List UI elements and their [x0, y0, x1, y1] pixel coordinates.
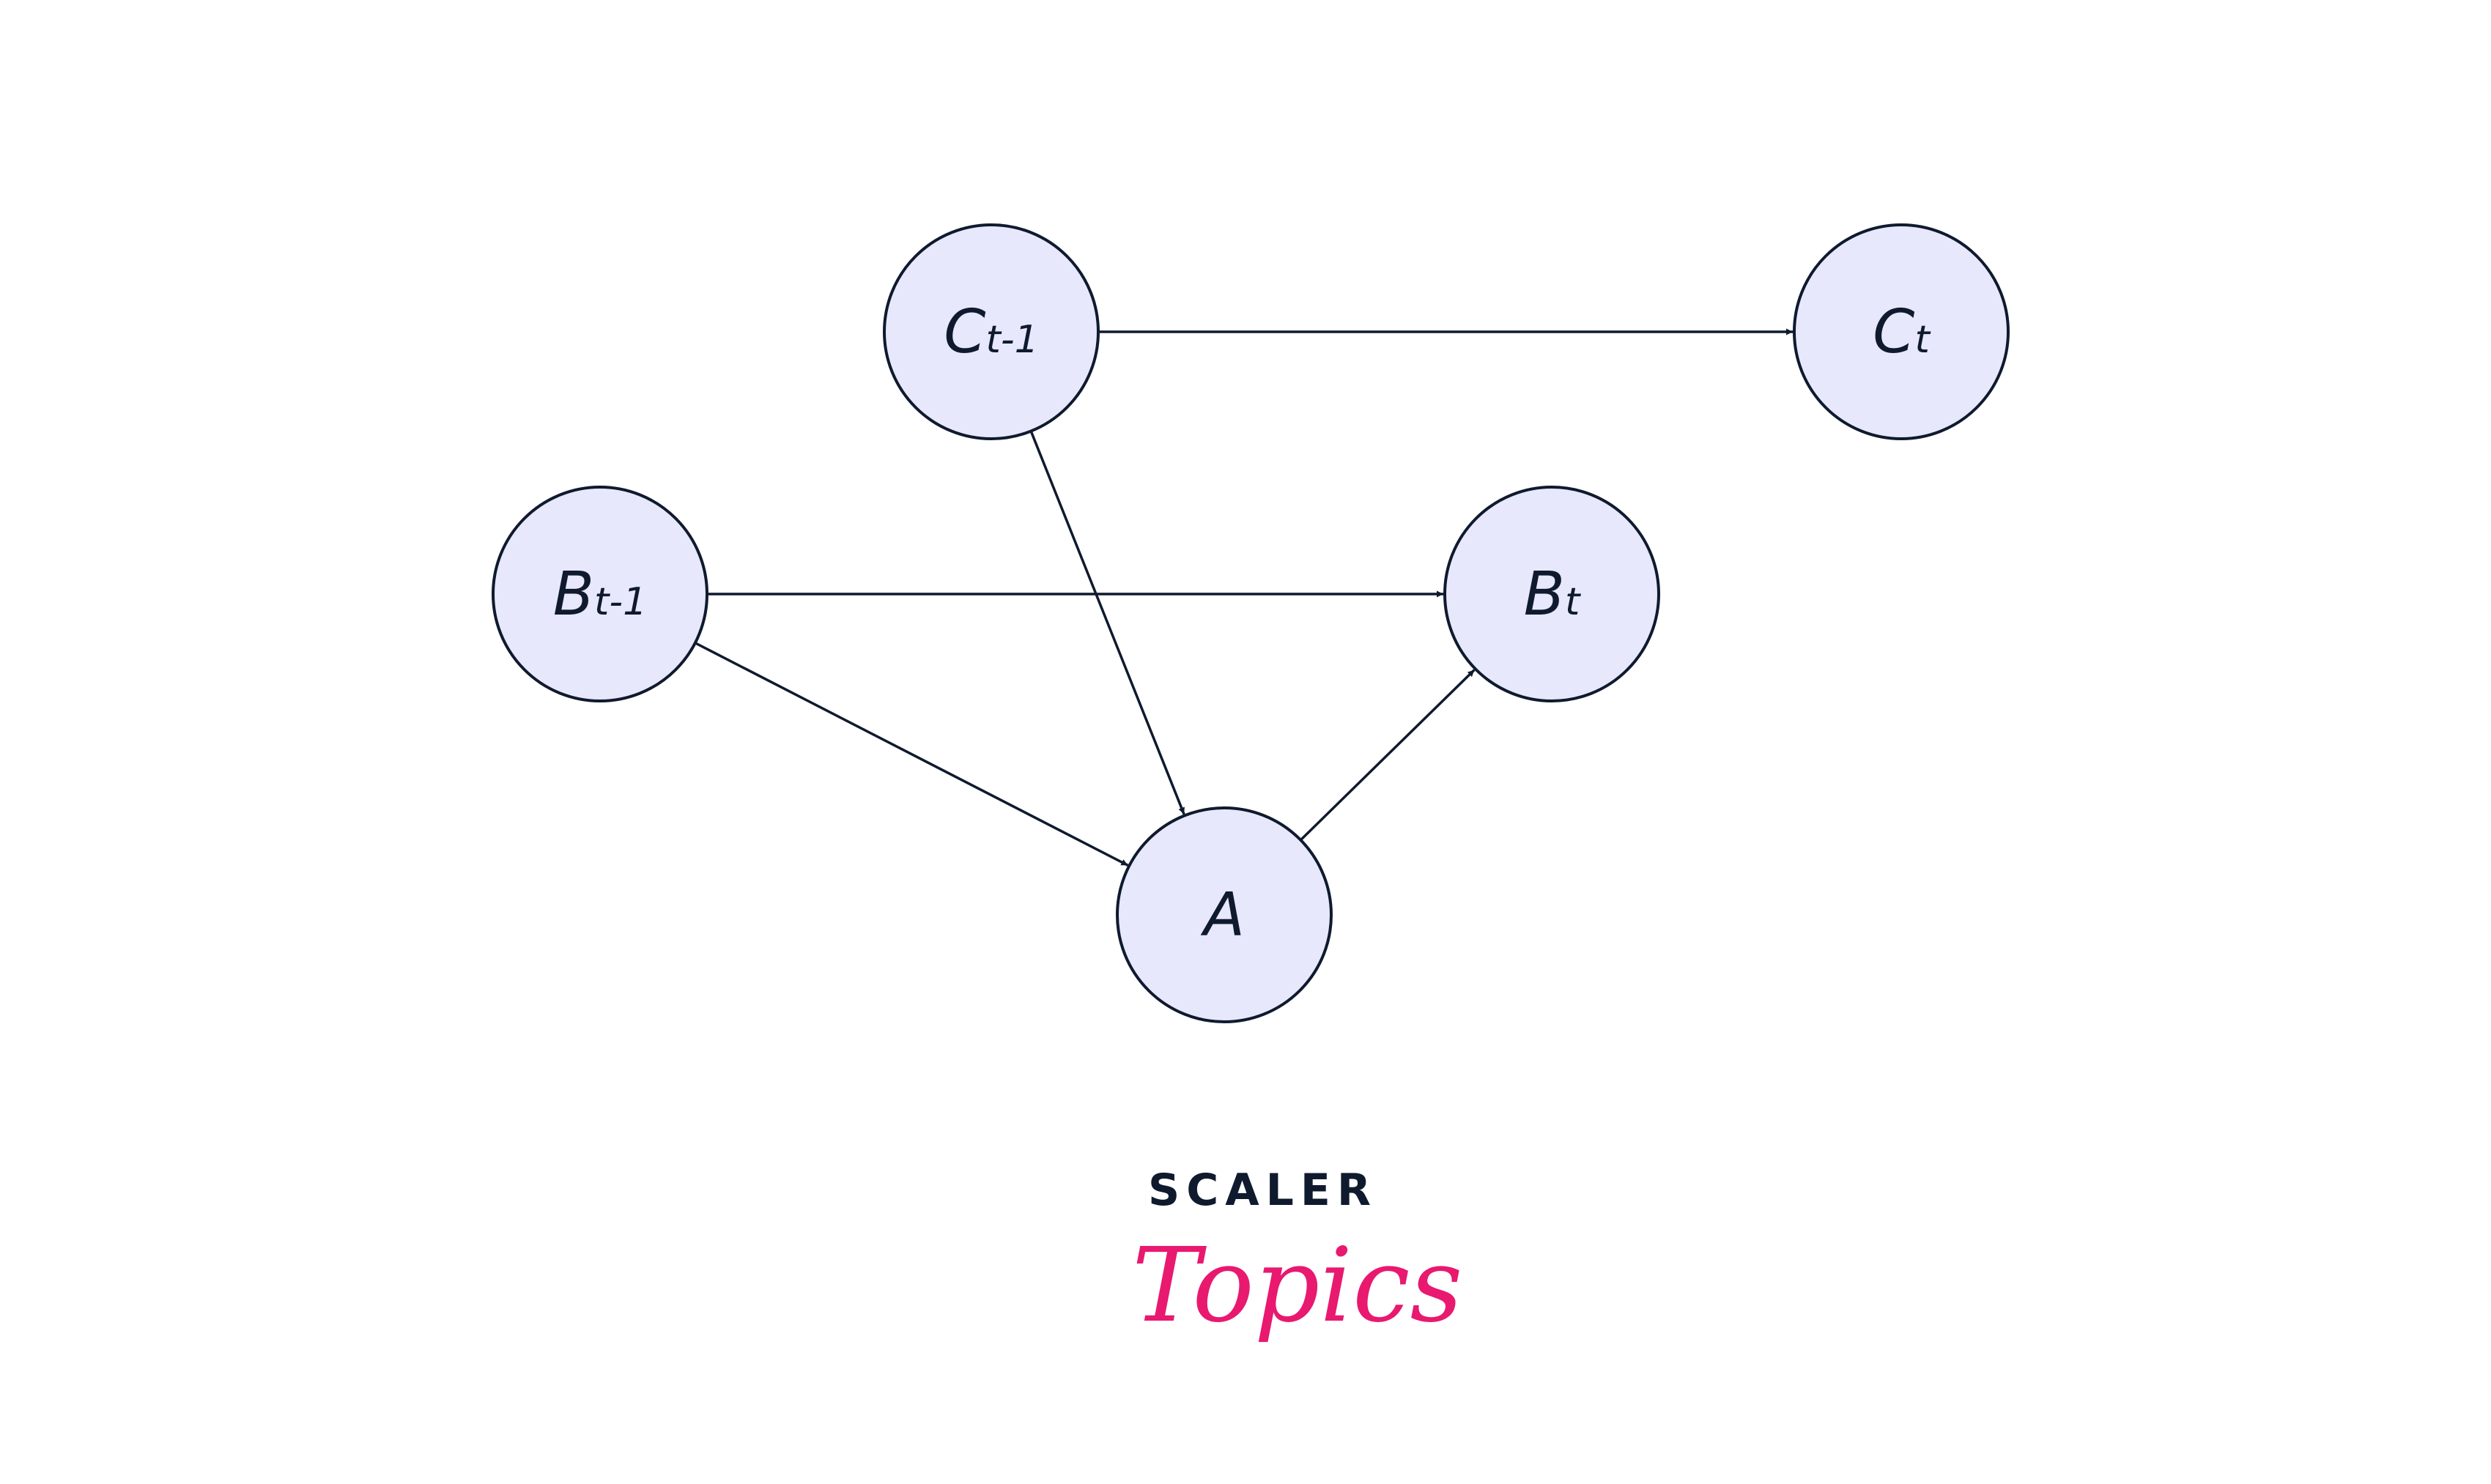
edge-Ct1-to-A [1029, 430, 1185, 815]
node-circle [883, 223, 1100, 440]
node-circle [1116, 806, 1333, 1023]
edge-A-to-Bt [1300, 669, 1476, 842]
node-label: Ct [1873, 297, 1931, 367]
node-A: A [1116, 806, 1333, 1023]
node-label: Ct-1 [944, 297, 1039, 367]
node-label: A [1200, 880, 1245, 950]
node-label: Bt-1 [553, 560, 648, 629]
node-Ct1: Ct-1 [883, 223, 1100, 440]
node-Ct: Ct [1793, 223, 2010, 440]
node-Bt1: Bt-1 [492, 486, 708, 702]
node-Bt: Bt [1443, 486, 1660, 702]
logo-topics-text: Topics [1132, 1226, 1463, 1346]
edge-Bt1-to-A [695, 642, 1129, 867]
node-label: Bt [1524, 560, 1581, 629]
node-circle [492, 486, 708, 702]
logo-scaler-text: SCALER [1148, 1165, 1378, 1216]
node-circle [1443, 486, 1660, 702]
scaler-topics-logo: SCALER Topics [1132, 1165, 1462, 1355]
node-circle [1793, 223, 2010, 440]
